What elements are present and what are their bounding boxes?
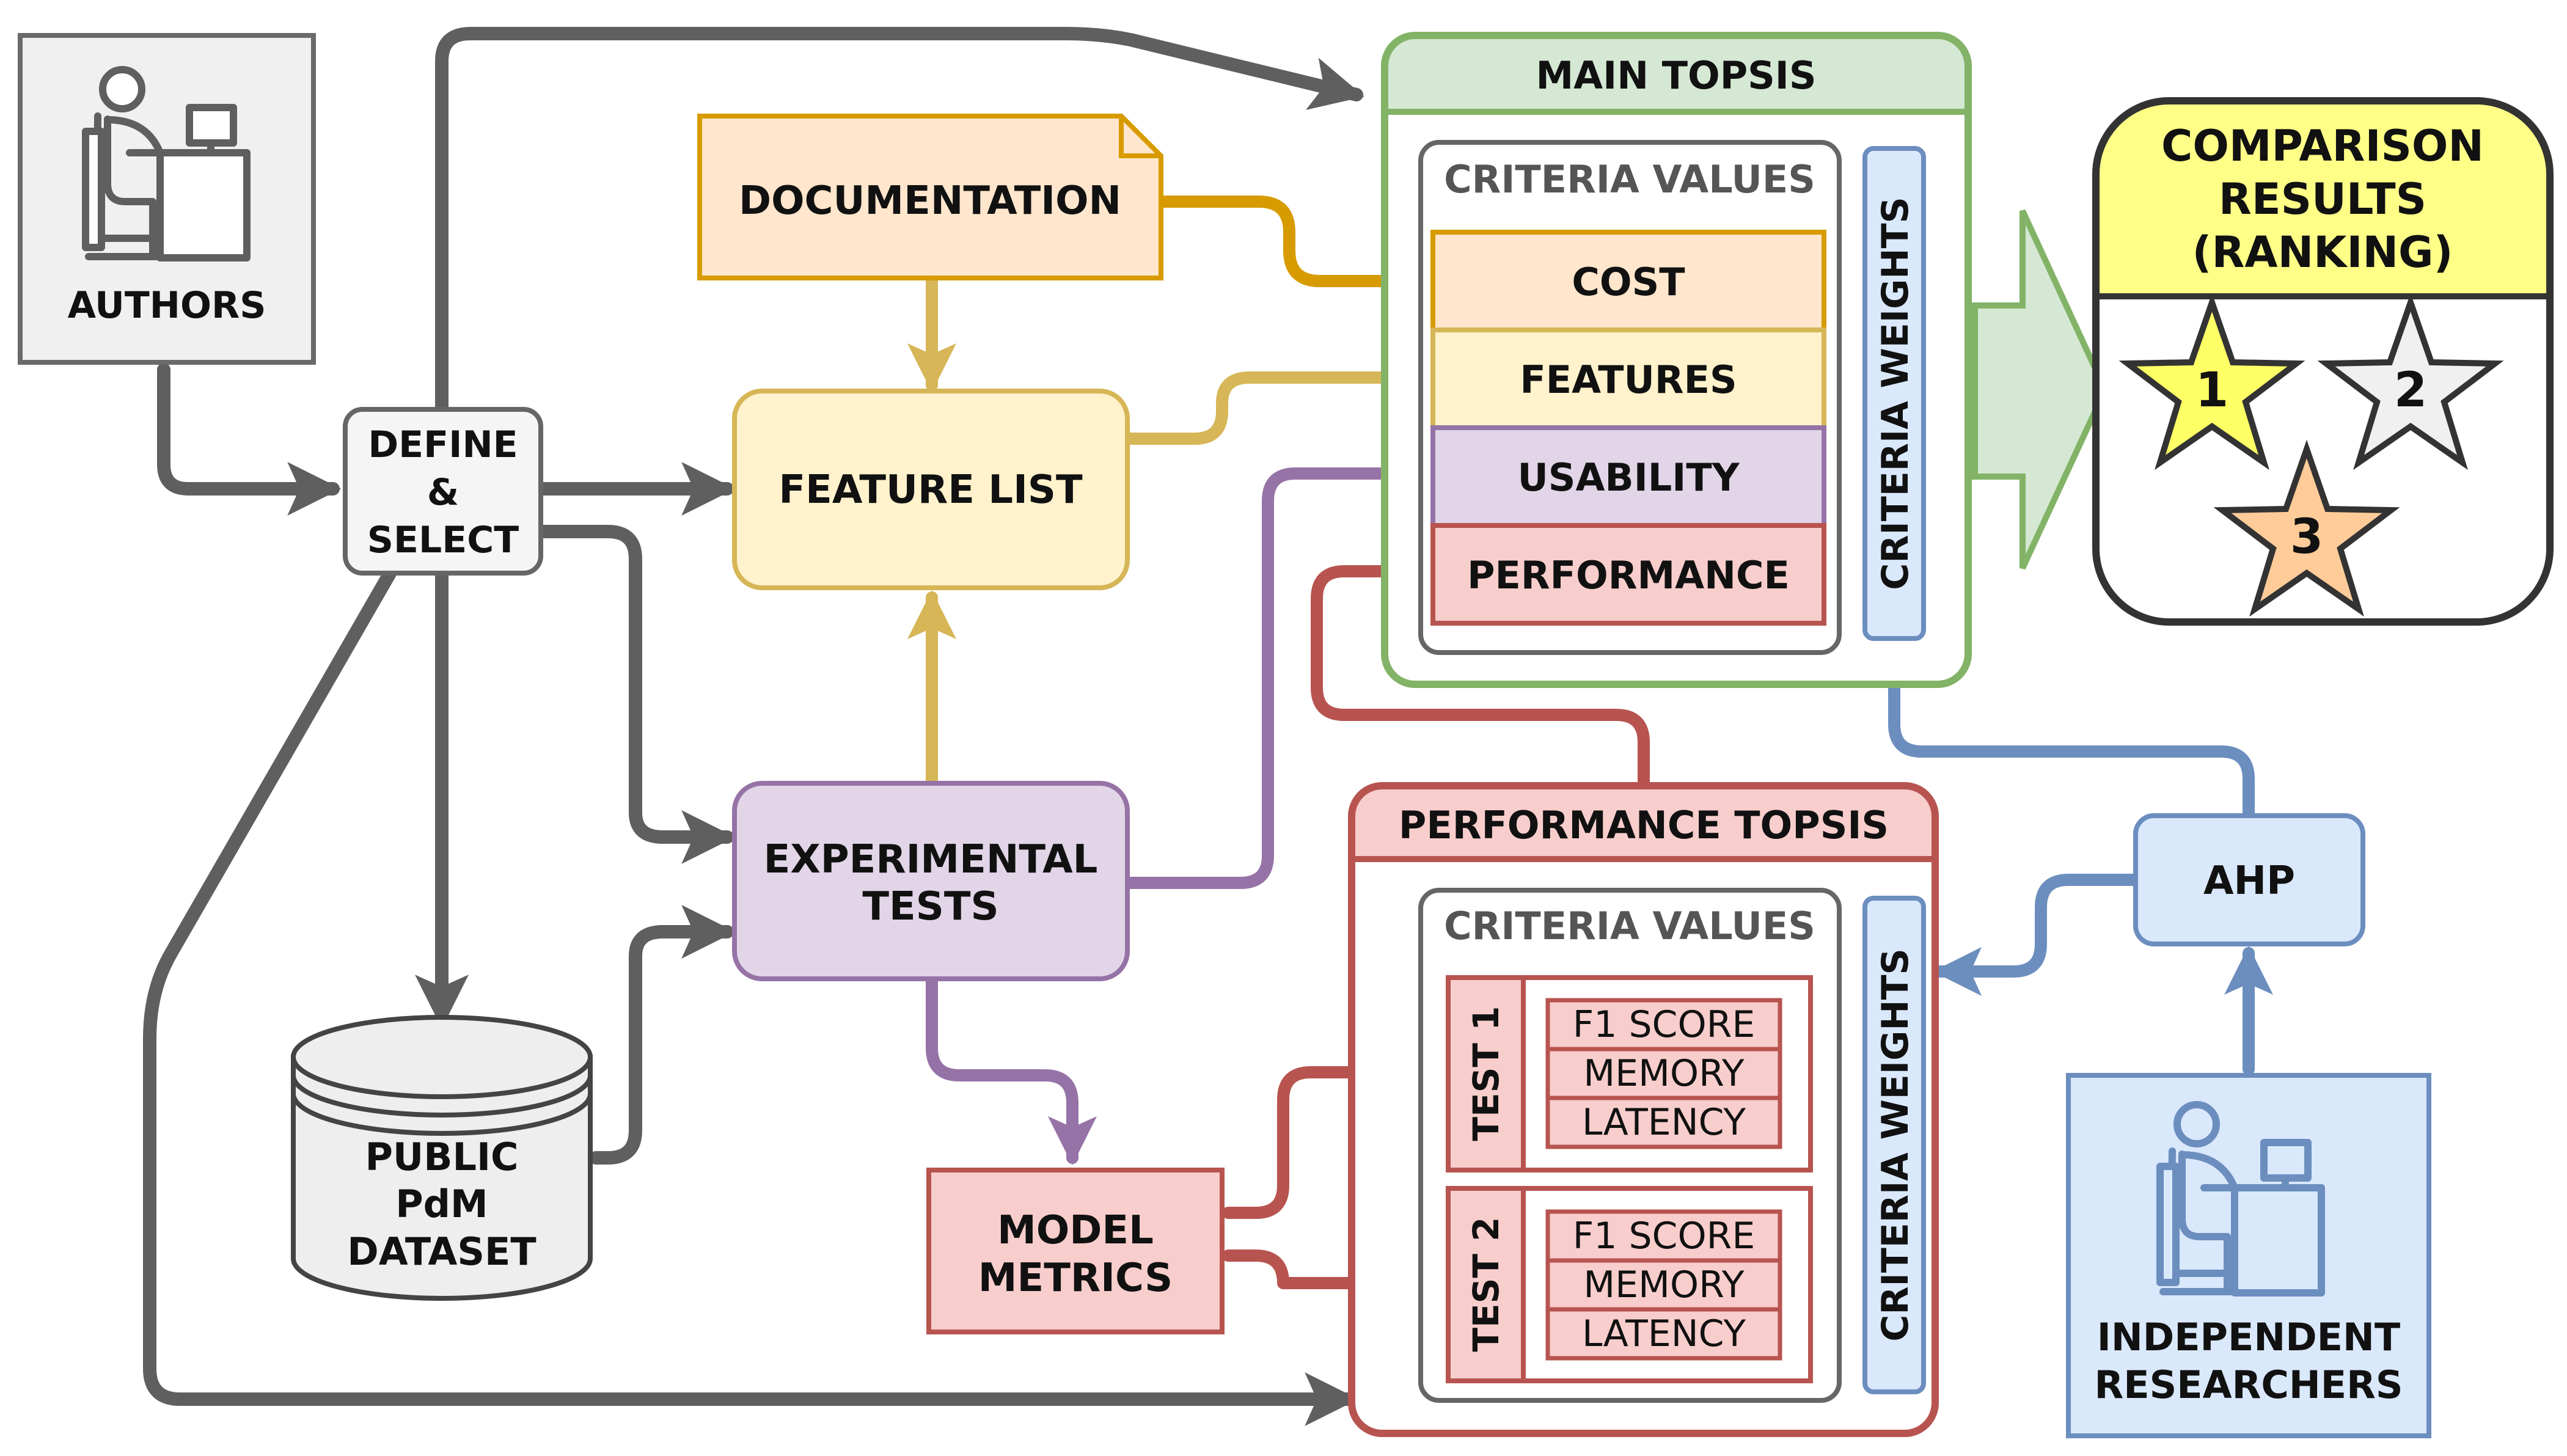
arrow-model-metrics-to-test-2 [1222,1249,1449,1308]
dataset-line-1: PUBLIC [365,1135,518,1179]
arrow-experimental-to-model-metrics [926,975,1097,1165]
test-2-metric-memory-label: MEMORY [1583,1264,1745,1306]
rank-2-label: 2 [2394,363,2427,418]
main-topsis-title: MAIN TOPSIS [1536,53,1816,98]
test-2-metric-latency [1545,1307,1782,1361]
criterion-cost [1430,230,1826,332]
rank-1-label: 1 [2195,363,2228,418]
experimental-tests-line-2: TESTS [862,884,998,929]
comparison-line-2: RESULTS [2219,174,2426,224]
main-topsis-container: MAIN TOPSIS CRITERIA VALUES COST FEATURE… [1381,32,1972,688]
performance-topsis-title: PERFORMANCE TOPSIS [1399,803,1889,847]
arrow-ahp-to-main-weights [1870,634,2255,820]
arrow-define-to-main-topsis [435,27,1364,416]
test-2-metric-latency-label: LATENCY [1582,1312,1746,1355]
experimental-tests-box[interactable]: EXPERIMENTAL TESTS [732,781,1130,981]
result-arrow [1972,209,2109,570]
arrow-define-to-performance-topsis [143,565,1359,1426]
documentation-node[interactable]: DOCUMENTATION [697,114,1163,280]
feature-list-box[interactable]: FEATURE LIST [732,389,1130,590]
model-metrics-box[interactable]: MODEL METRICS [926,1168,1225,1334]
person-at-desk-icon [82,66,251,262]
test-1-group: TEST 1 F1 SCORE MEMORY LATENCY [1446,975,1813,1172]
test-2-tab [1446,1186,1526,1383]
performance-topsis-container: PERFORMANCE TOPSIS CRITERIA VALUES TEST … [1348,782,1939,1437]
test-1-label: TEST 1 [1465,1006,1507,1141]
rank-1-star-icon: 1 [2118,293,2305,470]
performance-criteria-weights-bar [1862,896,1926,1394]
define-select-line-3: SELECT [367,519,519,562]
arrow-experimental-to-usability [1121,449,1431,889]
arrow-feature-list-to-features [1121,353,1431,445]
main-criteria-weights-bar [1862,146,1926,641]
dataset-line-3: DATASET [347,1229,536,1274]
documentation-label: DOCUMENTATION [739,178,1121,224]
researchers-line-1: INDEPENDENT [2097,1315,2400,1359]
define-select-line-2: & [427,471,459,514]
arrow-ahp-to-performance-weights [1933,874,2142,996]
comparison-results-box: COMPARISON RESULTS (RANKING) 1 2 3 [2092,97,2554,626]
criterion-usability-label: USABILITY [1517,455,1740,500]
arrow-documentation-to-cost [1158,196,1431,305]
performance-topsis-header [1352,786,1935,859]
authors-box: AUTHORS [18,33,316,365]
test-1-metric-latency-label: LATENCY [1582,1101,1746,1144]
model-metrics-line-1: MODEL [997,1208,1154,1253]
rank-3-star-icon: 3 [2213,439,2400,617]
arrow-define-to-experimental [535,525,736,864]
main-topsis-header [1385,35,1968,112]
test-2-label: TEST 2 [1465,1216,1507,1352]
performance-criteria-values-title: CRITERIA VALUES [1444,904,1815,948]
main-criteria-values-title: CRITERIA VALUES [1444,157,1815,202]
criterion-performance-label: PERFORMANCE [1467,553,1790,598]
rank-2-star-icon: 2 [2317,293,2504,470]
test-1-metric-memory-label: MEMORY [1583,1052,1745,1095]
rank-3-label: 3 [2290,510,2323,565]
researcher-at-desk-icon [2156,1101,2325,1297]
criterion-performance [1430,523,1826,626]
test-2-group: TEST 2 F1 SCORE MEMORY LATENCY [1446,1186,1813,1383]
criterion-cost-label: COST [1572,260,1685,304]
arrow-dataset-to-experimental [589,905,736,1165]
define-select-line-1: DEFINE [368,423,518,466]
define-select-box[interactable]: DEFINE & SELECT [343,407,543,576]
arrow-model-metrics-to-test-1 [1222,1048,1449,1219]
test-1-tab [1446,975,1526,1172]
experimental-tests-line-1: EXPERIMENTAL [764,837,1098,882]
criterion-features [1430,327,1826,430]
authors-label: AUTHORS [68,284,266,327]
arrow-performance-topsis-to-performance [1311,547,1650,789]
model-metrics-line-2: METRICS [978,1256,1173,1301]
dataset-cylinder[interactable]: PUBLIC PdM DATASET [291,1015,593,1301]
ahp-label: AHP [2203,858,2295,904]
feature-list-label: FEATURE LIST [778,467,1083,513]
arrow-authors-to-define [157,363,342,516]
criterion-features-label: FEATURES [1520,357,1737,402]
colored-connectors [907,196,2273,1308]
performance-criteria-weights-label: CRITERIA WEIGHTS [1874,948,1917,1341]
comparison-line-3: (RANKING) [2192,227,2453,277]
test-2-metric-f1-label: F1 SCORE [1573,1215,1756,1257]
ahp-box[interactable]: AHP [2133,813,2365,946]
test-1-metric-f1-label: F1 SCORE [1573,1003,1756,1046]
test-2-metric-memory [1545,1258,1782,1312]
researchers-box: INDEPENDENT RESEARCHERS [2066,1073,2431,1438]
dataset-line-2: PdM [395,1182,488,1226]
main-criteria-weights-label: CRITERIA WEIGHTS [1874,197,1917,590]
comparison-header [2096,101,2550,296]
criterion-usability [1430,425,1826,528]
gray-connectors [143,27,1364,1426]
comparison-line-1: COMPARISON [2161,121,2484,171]
researchers-line-2: RESEARCHERS [2095,1363,2403,1407]
test-1-metric-latency [1545,1096,1782,1149]
